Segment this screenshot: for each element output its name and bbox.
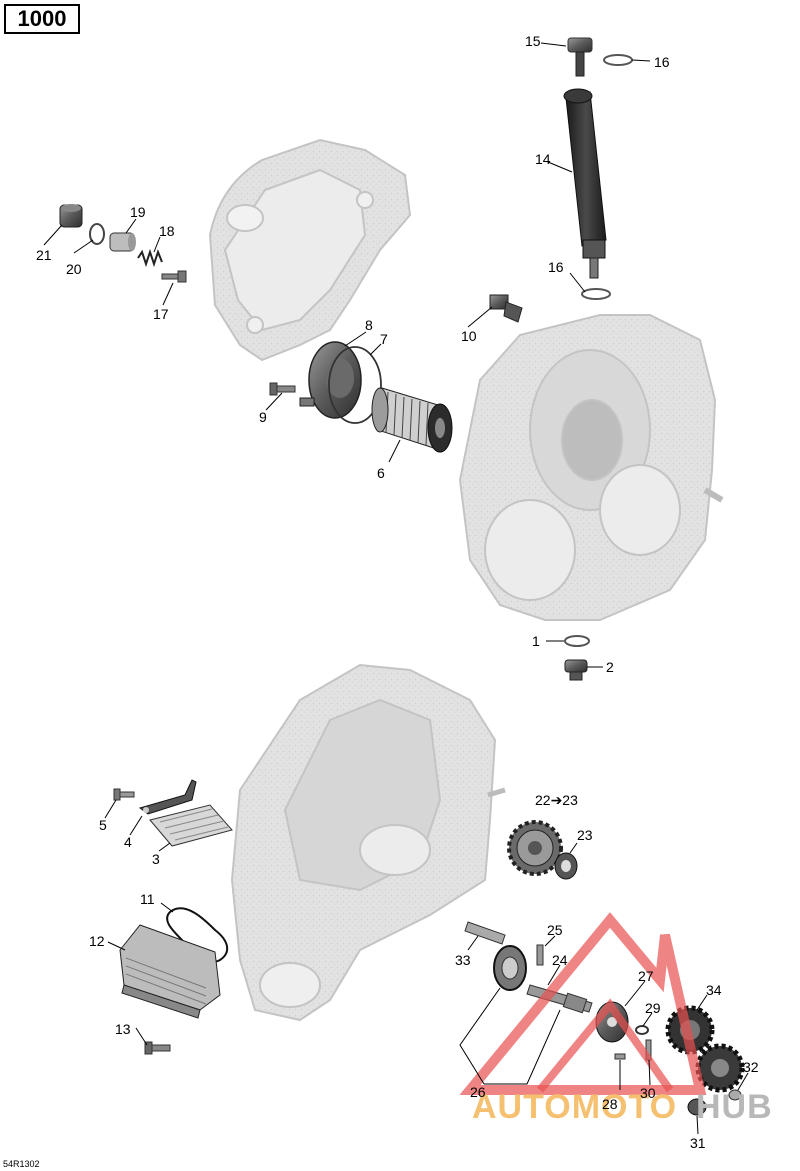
callout-6: 6 (377, 465, 385, 481)
part-o-ring-20 (89, 223, 105, 245)
crankcase-cover-ghost (208, 138, 412, 362)
part-strainer-screen (149, 804, 233, 847)
callout-19: 19 (130, 204, 146, 220)
part-pump-shaft (526, 984, 593, 1014)
callout-labels: 1 2 3 4 5 6 7 8 9 10 11 12 13 14 15 16 1… (36, 33, 759, 1151)
callout-18: 18 (159, 223, 175, 239)
part-washer-32 (728, 1089, 742, 1101)
part-oil-cooler (119, 924, 221, 1019)
callout-9: 9 (259, 409, 267, 425)
callout-12: 12 (89, 933, 105, 949)
callout-31: 31 (690, 1135, 706, 1151)
callout-5: 5 (99, 817, 107, 833)
model-label: 1000 (4, 4, 80, 34)
part-dipstick-tube (563, 88, 607, 279)
callout-11: 11 (140, 891, 155, 907)
callout-14: 14 (535, 151, 551, 167)
callout-3: 3 (152, 851, 160, 867)
part-o-ring-top (603, 54, 633, 66)
part-o-ring-7 (328, 346, 382, 424)
part-idler-gear (507, 820, 563, 876)
callout-33: 33 (455, 952, 471, 968)
watermark: AUTOMOTO HUB (459, 912, 773, 1126)
part-drain-plug (564, 659, 588, 681)
part-dipstick-cap (567, 37, 593, 77)
crankcase-right-ghost (458, 314, 724, 621)
callout-16b: 16 (548, 259, 564, 275)
watermark-brand-left: AUTOMOTO (472, 1088, 677, 1126)
part-pump-rotor (493, 945, 527, 991)
callout-8: 8 (365, 317, 373, 333)
callout-22: 22➔23 (535, 792, 578, 808)
part-bolt-9 (269, 382, 296, 396)
callout-10: 10 (461, 328, 477, 344)
callout-16a: 16 (654, 54, 670, 70)
callout-34: 34 (706, 982, 722, 998)
part-spring (137, 248, 163, 268)
part-bolt-17 (161, 270, 187, 283)
part-bolt-13 (144, 1041, 171, 1055)
callout-28: 28 (602, 1096, 618, 1112)
part-bracket (138, 779, 197, 815)
callout-32: 32 (743, 1059, 759, 1075)
part-o-ring-bottom (581, 288, 611, 300)
callout-23: 23 (577, 827, 593, 843)
part-pin-33 (464, 921, 506, 945)
reference-code: 54R1302 (3, 1159, 40, 1169)
part-valve-sleeve (109, 232, 136, 252)
callout-1: 1 (532, 633, 540, 649)
callout-4: 4 (124, 834, 132, 850)
callout-13: 13 (115, 1021, 131, 1037)
part-pressure-sensor (489, 294, 523, 323)
callout-26: 26 (470, 1084, 486, 1100)
part-o-ring-1 (564, 635, 590, 647)
part-clip-29 (635, 1025, 649, 1035)
part-filter-cover (299, 341, 362, 419)
part-plug (59, 204, 83, 228)
part-pin-25 (536, 944, 544, 966)
crankcase-lower-ghost (230, 663, 506, 1022)
part-pin-28 (614, 1053, 626, 1060)
callout-17: 17 (153, 306, 169, 322)
part-nut-31 (687, 1098, 707, 1116)
callout-20: 20 (66, 261, 82, 277)
callout-25: 25 (547, 922, 563, 938)
part-drive-gear (665, 1005, 745, 1093)
callout-2: 2 (606, 659, 614, 675)
part-bearing (554, 852, 578, 880)
callout-27: 27 (638, 968, 654, 984)
part-screw-5 (113, 788, 135, 801)
leader-lines (43, 42, 749, 1135)
callout-29: 29 (645, 1000, 661, 1016)
callout-7: 7 (380, 331, 388, 347)
part-oil-filter (371, 387, 453, 453)
callout-30: 30 (640, 1085, 656, 1101)
callout-21: 21 (36, 247, 52, 263)
callout-15: 15 (525, 33, 541, 49)
part-oil-cooler-gasket (166, 907, 229, 963)
watermark-brand-right: HUB (696, 1088, 773, 1126)
callout-24: 24 (552, 952, 568, 968)
